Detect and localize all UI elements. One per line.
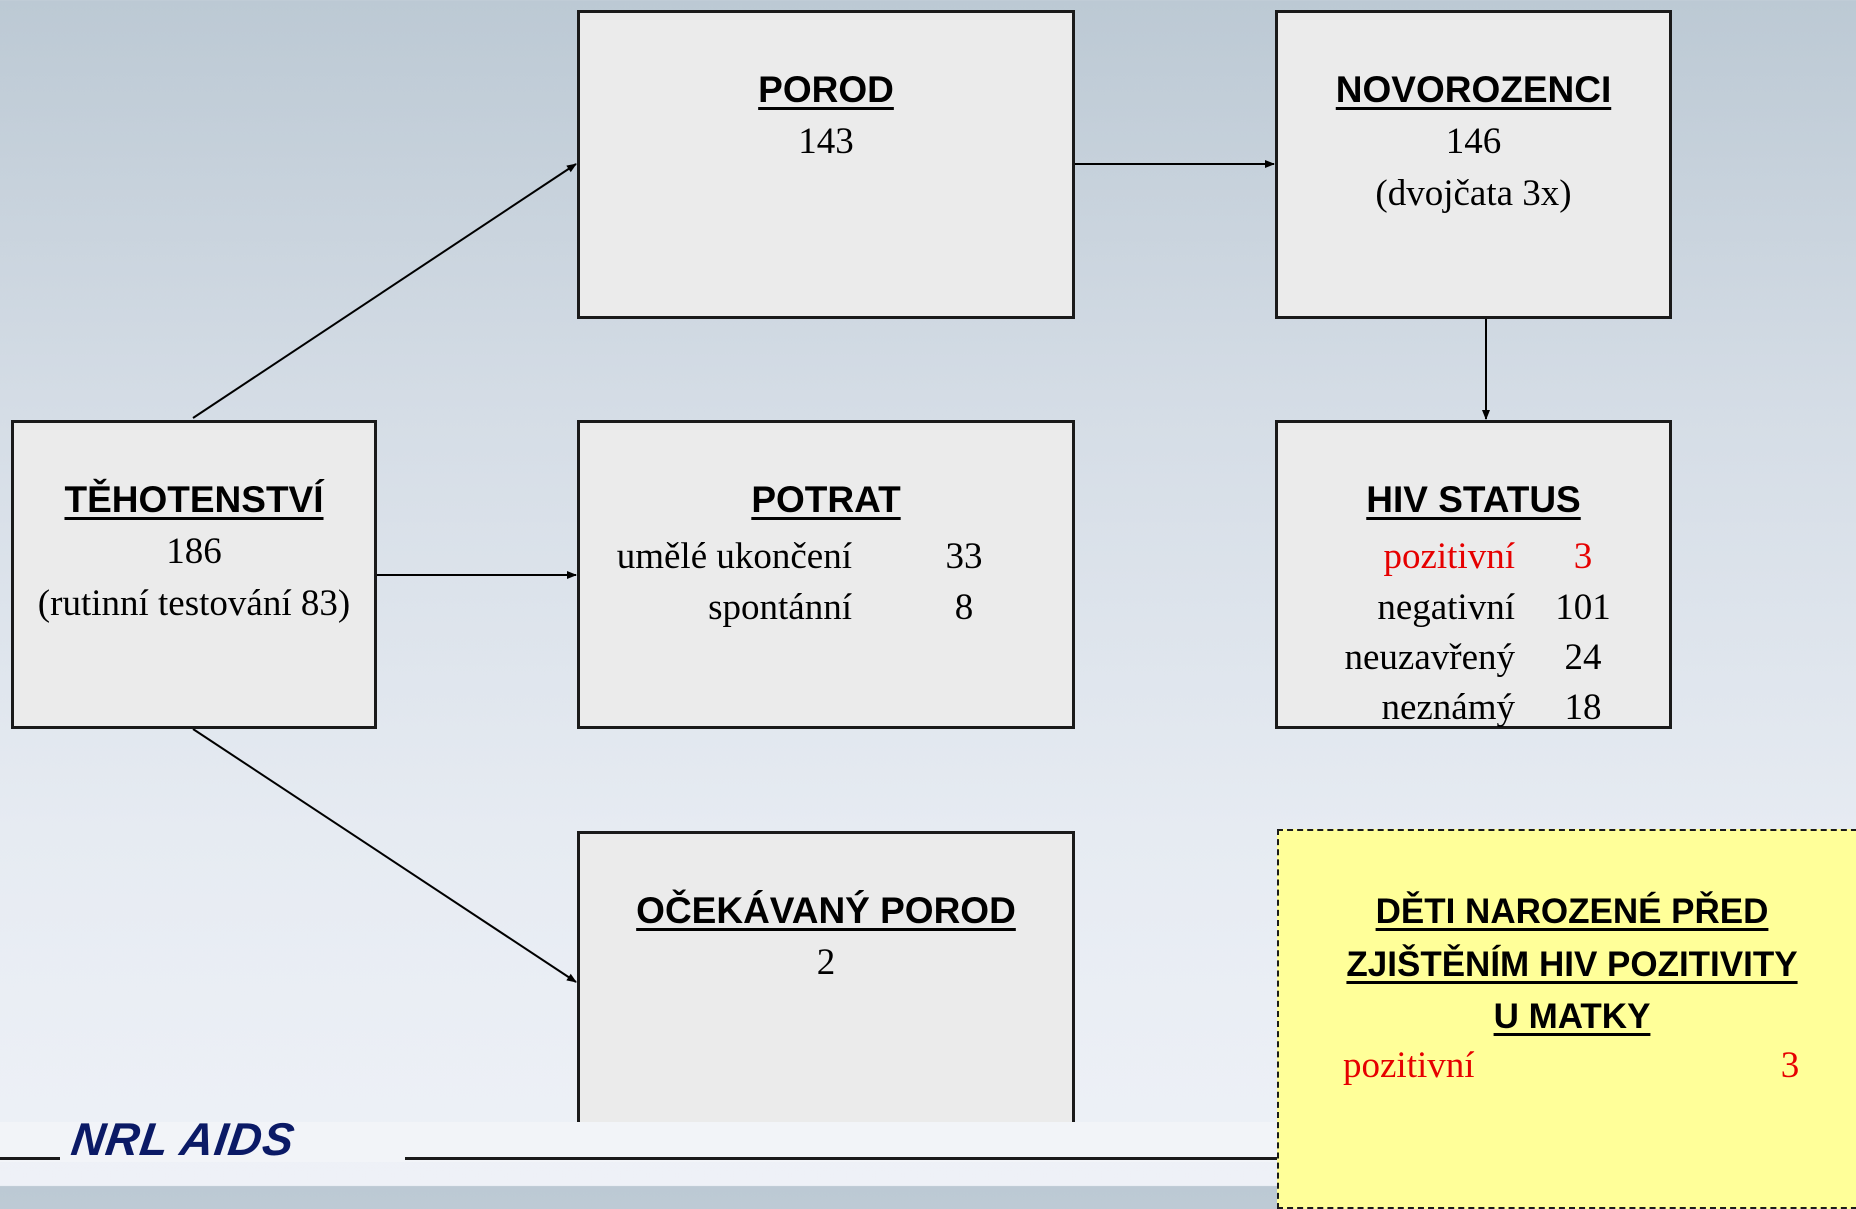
birth-count: 143 xyxy=(798,121,854,163)
expected-birth-title: OČEKÁVANÝ POROD xyxy=(636,890,1016,931)
abortion-title: POTRAT xyxy=(751,479,901,520)
abortion-row-label: umělé ukončení xyxy=(616,536,852,577)
hiv-status-row-value: 24 xyxy=(1564,637,1602,678)
arrow-pregnancy-to-birth xyxy=(192,163,577,419)
abortion-row-label: spontánní xyxy=(708,587,852,628)
hiv-status-row-value: 101 xyxy=(1555,587,1611,628)
birth-title: POROD xyxy=(758,69,894,110)
pregnancy-box: TĚHOTENSTVÍ 186 (rutinní testování 83) xyxy=(11,420,377,729)
abortion-row-value: 8 xyxy=(954,587,974,628)
abortion-box: POTRAT umělé ukončení 33 spontánní 8 xyxy=(577,420,1075,729)
hiv-status-row-label: negativní xyxy=(1377,587,1515,628)
newborns-count: 146 xyxy=(1445,121,1502,163)
children-note-label: pozitivní xyxy=(1343,1045,1475,1086)
arrow-pregnancy-to-expected-birth xyxy=(192,728,577,983)
hiv-status-row-label: neuzavřený xyxy=(1344,637,1515,678)
children-note-title-line: ZJIŠTĚNÍM HIV POZITIVITY xyxy=(1346,944,1798,984)
nrl-aids-logo: NRL AIDS xyxy=(68,1113,299,1165)
children-note-box: DĚTI NAROZENÉ PŘED ZJIŠTĚNÍM HIV POZITIV… xyxy=(1277,829,1856,1209)
newborns-note: (dvojčata 3x) xyxy=(1375,173,1572,215)
footer-line xyxy=(405,1157,1856,1160)
hiv-status-row-value: 3 xyxy=(1573,536,1593,577)
children-note-value: 3 xyxy=(1780,1045,1800,1086)
birth-box: POROD 143 xyxy=(577,10,1075,319)
abortion-row-value: 33 xyxy=(945,536,983,577)
hiv-status-box: HIV STATUS pozitivní 3 negativní 101 neu… xyxy=(1275,420,1672,729)
hiv-status-row-value: 18 xyxy=(1564,687,1602,728)
hiv-status-row-label: neznámý xyxy=(1381,687,1515,728)
expected-birth-box: OČEKÁVANÝ POROD 2 xyxy=(577,831,1075,1141)
newborns-box: NOVOROZENCI 146 (dvojčata 3x) xyxy=(1275,10,1672,319)
children-note-title-line: U MATKY xyxy=(1493,997,1651,1036)
hiv-status-title: HIV STATUS xyxy=(1366,479,1581,520)
newborns-title: NOVOROZENCI xyxy=(1335,69,1612,110)
hiv-status-row-label: pozitivní xyxy=(1383,536,1515,577)
footer-line-left xyxy=(0,1157,60,1160)
expected-birth-count: 2 xyxy=(816,942,836,984)
children-note-title-line: DĚTI NAROZENÉ PŘED xyxy=(1375,892,1769,931)
pregnancy-title: TĚHOTENSTVÍ xyxy=(64,479,324,520)
pregnancy-count: 186 xyxy=(166,531,222,573)
pregnancy-note: (rutinní testování 83) xyxy=(37,583,351,625)
